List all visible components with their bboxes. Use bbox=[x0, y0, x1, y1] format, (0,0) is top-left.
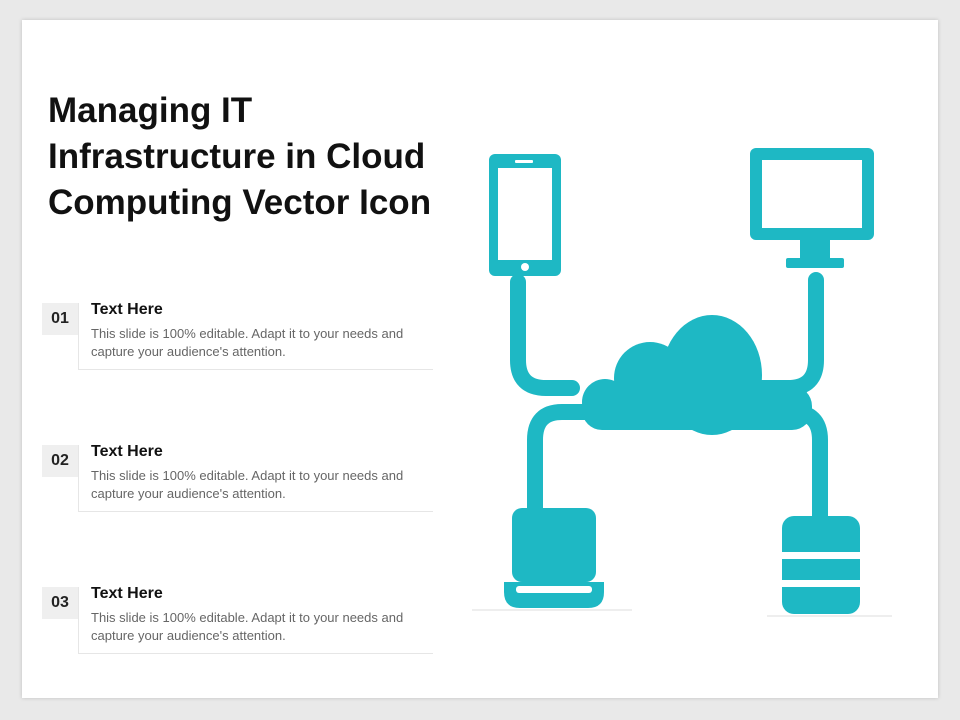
list-item: 03 Text Here This slide is 100% editable… bbox=[42, 585, 434, 655]
item-card: Text Here This slide is 100% editable. A… bbox=[78, 301, 433, 370]
item-number: 02 bbox=[42, 445, 78, 477]
item-number: 01 bbox=[42, 303, 78, 335]
item-description: This slide is 100% editable. Adapt it to… bbox=[91, 610, 404, 643]
slide: Managing IT Infrastructure in Cloud Comp… bbox=[22, 20, 938, 698]
item-description: This slide is 100% editable. Adapt it to… bbox=[91, 468, 404, 501]
database-icon bbox=[782, 516, 860, 614]
list-item: 02 Text Here This slide is 100% editable… bbox=[42, 443, 434, 513]
laptop-icon bbox=[504, 508, 604, 608]
item-description: This slide is 100% editable. Adapt it to… bbox=[91, 326, 404, 359]
item-card: Text Here This slide is 100% editable. A… bbox=[78, 443, 433, 512]
cloud-icon bbox=[582, 315, 812, 435]
list-item: 01 Text Here This slide is 100% editable… bbox=[42, 301, 434, 371]
item-heading: Text Here bbox=[91, 301, 163, 318]
smartphone-icon bbox=[489, 154, 561, 276]
cloud-network-icon bbox=[472, 148, 892, 617]
connector-monitor-cloud bbox=[754, 272, 824, 396]
item-heading: Text Here bbox=[91, 443, 163, 460]
monitor-icon bbox=[750, 148, 874, 268]
item-number: 03 bbox=[42, 587, 78, 619]
item-card: Text Here This slide is 100% editable. A… bbox=[78, 585, 433, 654]
slide-title: Managing IT Infrastructure in Cloud Comp… bbox=[48, 91, 432, 222]
item-heading: Text Here bbox=[91, 585, 163, 602]
connector-cloud-laptop bbox=[527, 404, 612, 508]
connector-phone-cloud bbox=[510, 274, 580, 396]
